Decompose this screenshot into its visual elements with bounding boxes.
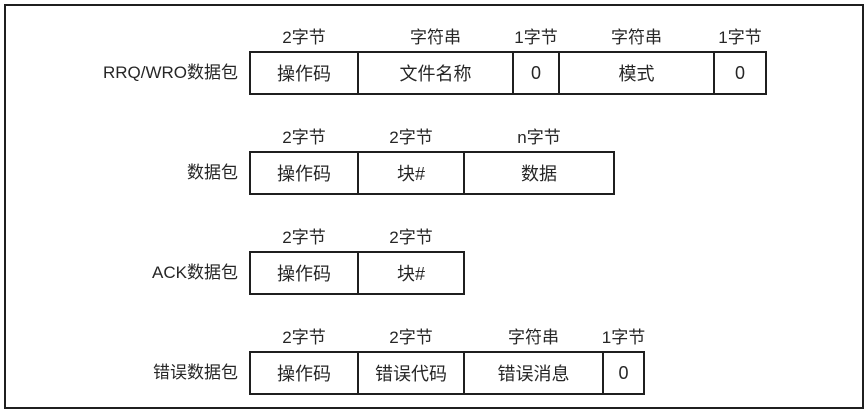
field-value-label: 0 xyxy=(530,62,541,83)
packet-fields: 2字节 操作码 2字节 错误代码 字符串 错误消息 1字节 0 xyxy=(249,328,645,395)
field-cell-opcode: 2字节 操作码 xyxy=(249,28,359,95)
diagram-border-frame xyxy=(4,4,864,409)
field-size-label: 字符串 xyxy=(611,28,662,47)
field-size-label: 2字节 xyxy=(282,328,326,347)
field-cell-data: n字节 数据 xyxy=(463,128,615,195)
packet-fields: 2字节 操作码 2字节 块# xyxy=(249,228,465,295)
field-size-label: 2字节 xyxy=(389,228,433,247)
field-size-label: 字符串 xyxy=(508,328,559,347)
field-cell-error-message: 字符串 错误消息 xyxy=(463,328,604,395)
field-value-label: 操作码 xyxy=(277,364,331,384)
packet-row-ack: ACK数据包 2字节 操作码 2字节 块# xyxy=(0,228,868,295)
field-size-label: n字节 xyxy=(517,128,561,147)
field-value-label: 块# xyxy=(396,264,425,284)
packet-name-label: ACK数据包 xyxy=(152,263,238,282)
packet-fields: 2字节 操作码 字符串 文件名称 1字节 0 字符串 模式 1字节 0 xyxy=(249,28,767,95)
packet-name-label: 数据包 xyxy=(187,163,238,182)
field-size-label: 2字节 xyxy=(389,128,433,147)
field-cell-error-code: 2字节 错误代码 xyxy=(357,328,465,395)
field-value-label: 错误消息 xyxy=(497,364,570,384)
field-size-label: 1字节 xyxy=(601,328,646,347)
field-value-label: 文件名称 xyxy=(399,64,472,84)
field-cell-opcode: 2字节 操作码 xyxy=(249,328,359,395)
field-cell-opcode: 2字节 操作码 xyxy=(249,128,359,195)
field-value-label: 0 xyxy=(618,362,629,383)
field-value-label: 操作码 xyxy=(277,264,331,284)
field-value-label: 操作码 xyxy=(277,64,331,84)
field-size-label: 1字节 xyxy=(718,28,762,47)
field-cell-block-number: 2字节 块# xyxy=(357,228,465,295)
packet-name-label: RRQ/WRO数据包 xyxy=(102,63,238,82)
field-cell-zero: 1字节 0 xyxy=(713,28,767,95)
field-size-label: 2字节 xyxy=(389,328,433,347)
field-size-label: 2字节 xyxy=(282,28,326,47)
packet-name-label: 错误数据包 xyxy=(153,363,238,382)
field-size-label: 字符串 xyxy=(410,28,461,47)
packet-row-data: 数据包 2字节 操作码 2字节 块# n字节 数据 xyxy=(0,128,868,195)
packet-fields: 2字节 操作码 2字节 块# n字节 数据 xyxy=(249,128,615,195)
field-value-label: 块# xyxy=(396,164,425,184)
field-cell-filename: 字符串 文件名称 xyxy=(357,28,514,95)
field-value-label: 操作码 xyxy=(277,164,331,184)
field-value-label: 模式 xyxy=(618,64,655,84)
field-size-label: 2字节 xyxy=(282,128,326,147)
field-value-label: 数据 xyxy=(521,164,557,184)
packet-row-error: 错误数据包 2字节 操作码 2字节 错误代码 字符串 错误消息 1字节 0 xyxy=(0,328,868,395)
field-cell-block-number: 2字节 块# xyxy=(357,128,465,195)
field-cell-zero: 1字节 0 xyxy=(512,28,560,95)
packet-row-rrq-wrq: RRQ/WRO数据包 2字节 操作码 字符串 文件名称 1字节 0 字符串 模式… xyxy=(0,28,868,95)
field-cell-mode: 字符串 模式 xyxy=(558,28,715,95)
field-cell-opcode: 2字节 操作码 xyxy=(249,228,359,295)
field-value-label: 错误代码 xyxy=(375,364,447,384)
field-cell-zero: 1字节 0 xyxy=(602,328,645,395)
field-size-label: 2字节 xyxy=(282,228,326,247)
field-value-label: 0 xyxy=(734,62,745,83)
field-size-label: 1字节 xyxy=(514,28,558,47)
